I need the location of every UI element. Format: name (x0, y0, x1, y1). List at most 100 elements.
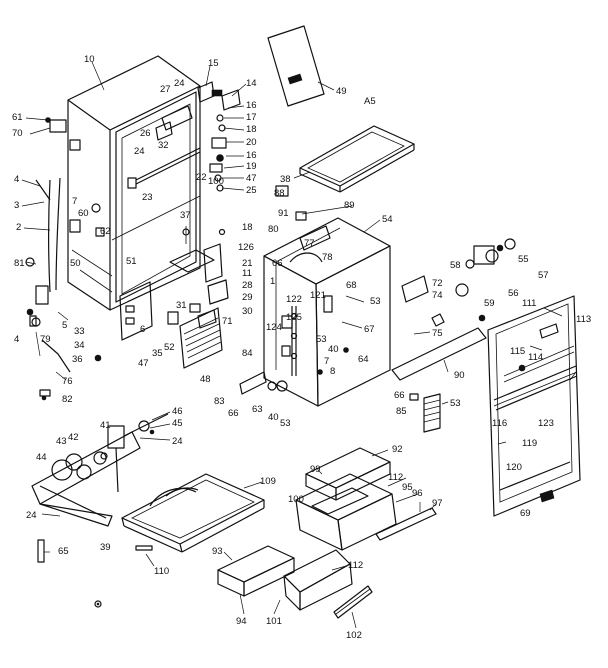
cabinet-shell (47, 55, 201, 311)
callout-120: 120 (506, 462, 522, 473)
callout-49: 49 (336, 86, 347, 97)
callout-27: 27 (160, 84, 171, 95)
right-mid-hardware (391, 238, 516, 433)
callout-29: 29 (242, 292, 253, 303)
hinge-hardware-cluster (197, 81, 241, 192)
callout-40: 40 (328, 344, 339, 355)
callout-1: 1 (270, 276, 275, 287)
callout-124: 124 (266, 322, 282, 333)
callout-109: 109 (260, 476, 276, 487)
callout-66-right: 66 (394, 390, 405, 401)
callout-41: 41 (100, 420, 111, 431)
callout-62: 62 (100, 226, 111, 237)
callout-101: 101 (266, 616, 282, 627)
callout-25: 25 (246, 185, 257, 196)
callout-40-lower: 40 (268, 412, 279, 423)
callout-17: 17 (246, 112, 257, 123)
callout-46: 46 (172, 406, 183, 417)
callout-50: 50 (70, 258, 81, 269)
callout-18: 18 (246, 124, 257, 135)
callout-24-base: 24 (26, 510, 37, 521)
loose-fasteners (94, 600, 102, 608)
callout-72: 72 (432, 278, 443, 289)
callout-102: 102 (346, 630, 362, 641)
callout-77: 77 (304, 238, 315, 249)
callout-53-mid: 53 (316, 334, 327, 345)
section-code: A5 (364, 96, 376, 107)
callout-16-lower: 16 (246, 150, 257, 161)
callout-19: 19 (246, 161, 257, 172)
left-side-parts (25, 117, 105, 401)
callout-37: 37 (180, 210, 191, 221)
callout-123: 123 (538, 418, 554, 429)
callout-26: 26 (140, 128, 151, 139)
callout-51: 51 (126, 256, 137, 267)
callout-32: 32 (158, 140, 169, 151)
callout-labels: 10 1 5 14 16 17 18 20 16 19 47 25 27 24 2… (12, 54, 591, 641)
callout-116: 116 (492, 418, 507, 429)
callout-61: 61 (12, 112, 23, 123)
callout-91: 91 (278, 208, 289, 219)
callout-11: 11 (242, 268, 252, 279)
callout-76: 76 (62, 376, 73, 387)
callout-31: 31 (176, 300, 187, 311)
callout-82: 82 (62, 394, 73, 405)
callout-119: 119 (522, 438, 537, 449)
callout-47-lower: 47 (138, 358, 149, 369)
callout-10: 10 (84, 54, 95, 65)
callout-21: 21 (242, 258, 253, 269)
callout-96: 96 (412, 488, 423, 499)
callout-53-right: 53 (450, 398, 461, 409)
callout-33: 33 (74, 326, 85, 337)
callout-70: 70 (12, 128, 23, 139)
leader-lines (21, 61, 577, 629)
callout-24-inner: 24 (134, 146, 145, 157)
callout-66: 66 (272, 258, 283, 269)
callout-20: 20 (246, 137, 257, 148)
callout-97: 97 (432, 498, 443, 509)
callout-114: 114 (528, 352, 543, 363)
callout-84: 84 (242, 348, 253, 359)
callout-94: 94 (236, 616, 247, 627)
callout-83: 83 (214, 396, 225, 407)
callout-60: 60 (78, 208, 89, 219)
callout-16: 16 (246, 100, 257, 111)
callout-56: 56 (508, 288, 519, 299)
callout-66-lower: 66 (228, 408, 239, 419)
callout-64: 64 (358, 354, 369, 365)
callout-24-fan: 24 (172, 436, 183, 447)
callout-126: 126 (238, 242, 254, 253)
callout-121: 121 (310, 290, 326, 301)
callout-88: 88 (274, 188, 285, 199)
callout-30: 30 (242, 306, 253, 317)
callout-68: 68 (346, 280, 357, 291)
callout-23: 23 (142, 192, 153, 203)
callout-67: 67 (364, 324, 375, 335)
callout-85: 85 (396, 406, 407, 417)
callout-44: 44 (36, 452, 47, 463)
callout-100: 100 (288, 494, 304, 505)
callout-48: 48 (200, 374, 211, 385)
callout-54: 54 (382, 214, 393, 225)
callout-65: 65 (58, 546, 69, 557)
callout-75: 75 (432, 328, 443, 339)
callout-115: 115 (510, 346, 525, 357)
callout-79: 79 (40, 334, 51, 345)
callout-24: 24 (174, 78, 185, 89)
callout-95: 95 (402, 482, 413, 493)
callout-4-lower: 4 (14, 334, 19, 345)
callout-5: 5 (62, 320, 67, 331)
callout-81: 81 (14, 258, 25, 269)
callout-52: 52 (164, 342, 175, 353)
callout-71: 71 (222, 316, 233, 327)
callout-69: 69 (520, 508, 531, 519)
callout-43: 43 (56, 436, 67, 447)
callout-14: 14 (246, 78, 257, 89)
callout-112-lower: 112 (348, 560, 363, 571)
callout-4: 4 (14, 174, 19, 185)
callout-125: 125 (286, 312, 302, 323)
callout-100-top: 100 (208, 176, 224, 187)
crisper-drawers (217, 447, 437, 619)
callout-92: 92 (392, 444, 403, 455)
